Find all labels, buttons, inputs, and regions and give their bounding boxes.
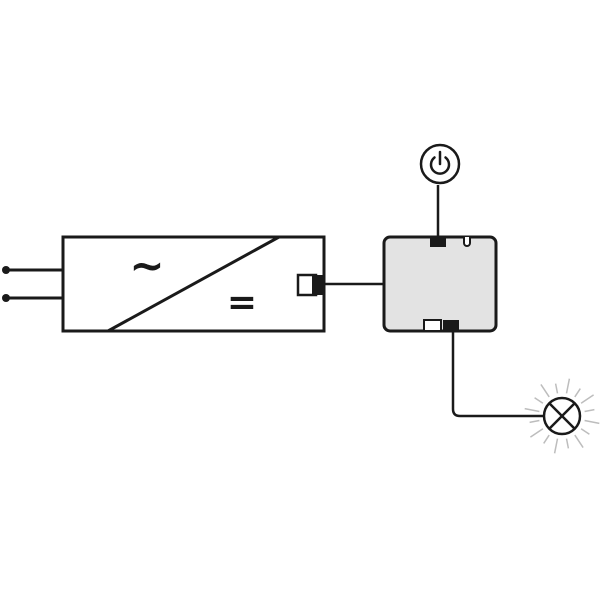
lamp-ray	[565, 438, 570, 449]
lamp-ray	[574, 434, 584, 449]
lamp-cross-b	[548, 402, 576, 430]
converter-output-plug	[312, 275, 324, 295]
lamp-ray	[565, 378, 571, 394]
dc-symbol: =	[227, 282, 257, 323]
control-unit	[382, 235, 498, 333]
ac-dc-converter: ~ =	[61, 235, 326, 333]
converter-diagonal	[107, 235, 280, 333]
power-switch-icon	[419, 143, 461, 185]
lamp-ray	[574, 388, 581, 398]
lamp-connector	[443, 320, 459, 331]
lamp-ray	[540, 383, 550, 398]
power-symbol-arc	[429, 156, 451, 175]
switch-connector	[430, 236, 446, 247]
lamp-ray	[534, 397, 544, 404]
control-unit-body	[382, 235, 498, 333]
control-unit-notch	[463, 237, 471, 247]
input-terminal-top	[2, 266, 10, 274]
input-terminal-bottom	[2, 294, 10, 302]
lamp-ray	[584, 408, 595, 413]
lamp-icon	[524, 378, 600, 454]
lamp-ray	[584, 419, 600, 425]
lamp-ray	[529, 419, 540, 424]
lamp-ray	[524, 407, 540, 413]
lamp-socket-empty	[423, 319, 442, 332]
lamp-ray	[554, 383, 559, 394]
lamp-ray	[543, 434, 550, 444]
lamp-ray	[529, 428, 544, 438]
lamp-cable	[451, 331, 543, 418]
lamp-ray	[580, 394, 595, 404]
lamp-ray	[553, 438, 559, 454]
lamp-rays	[524, 378, 600, 454]
lamp-ray	[580, 428, 590, 435]
mains-input	[2, 266, 63, 302]
ac-symbol: ~	[129, 241, 164, 290]
